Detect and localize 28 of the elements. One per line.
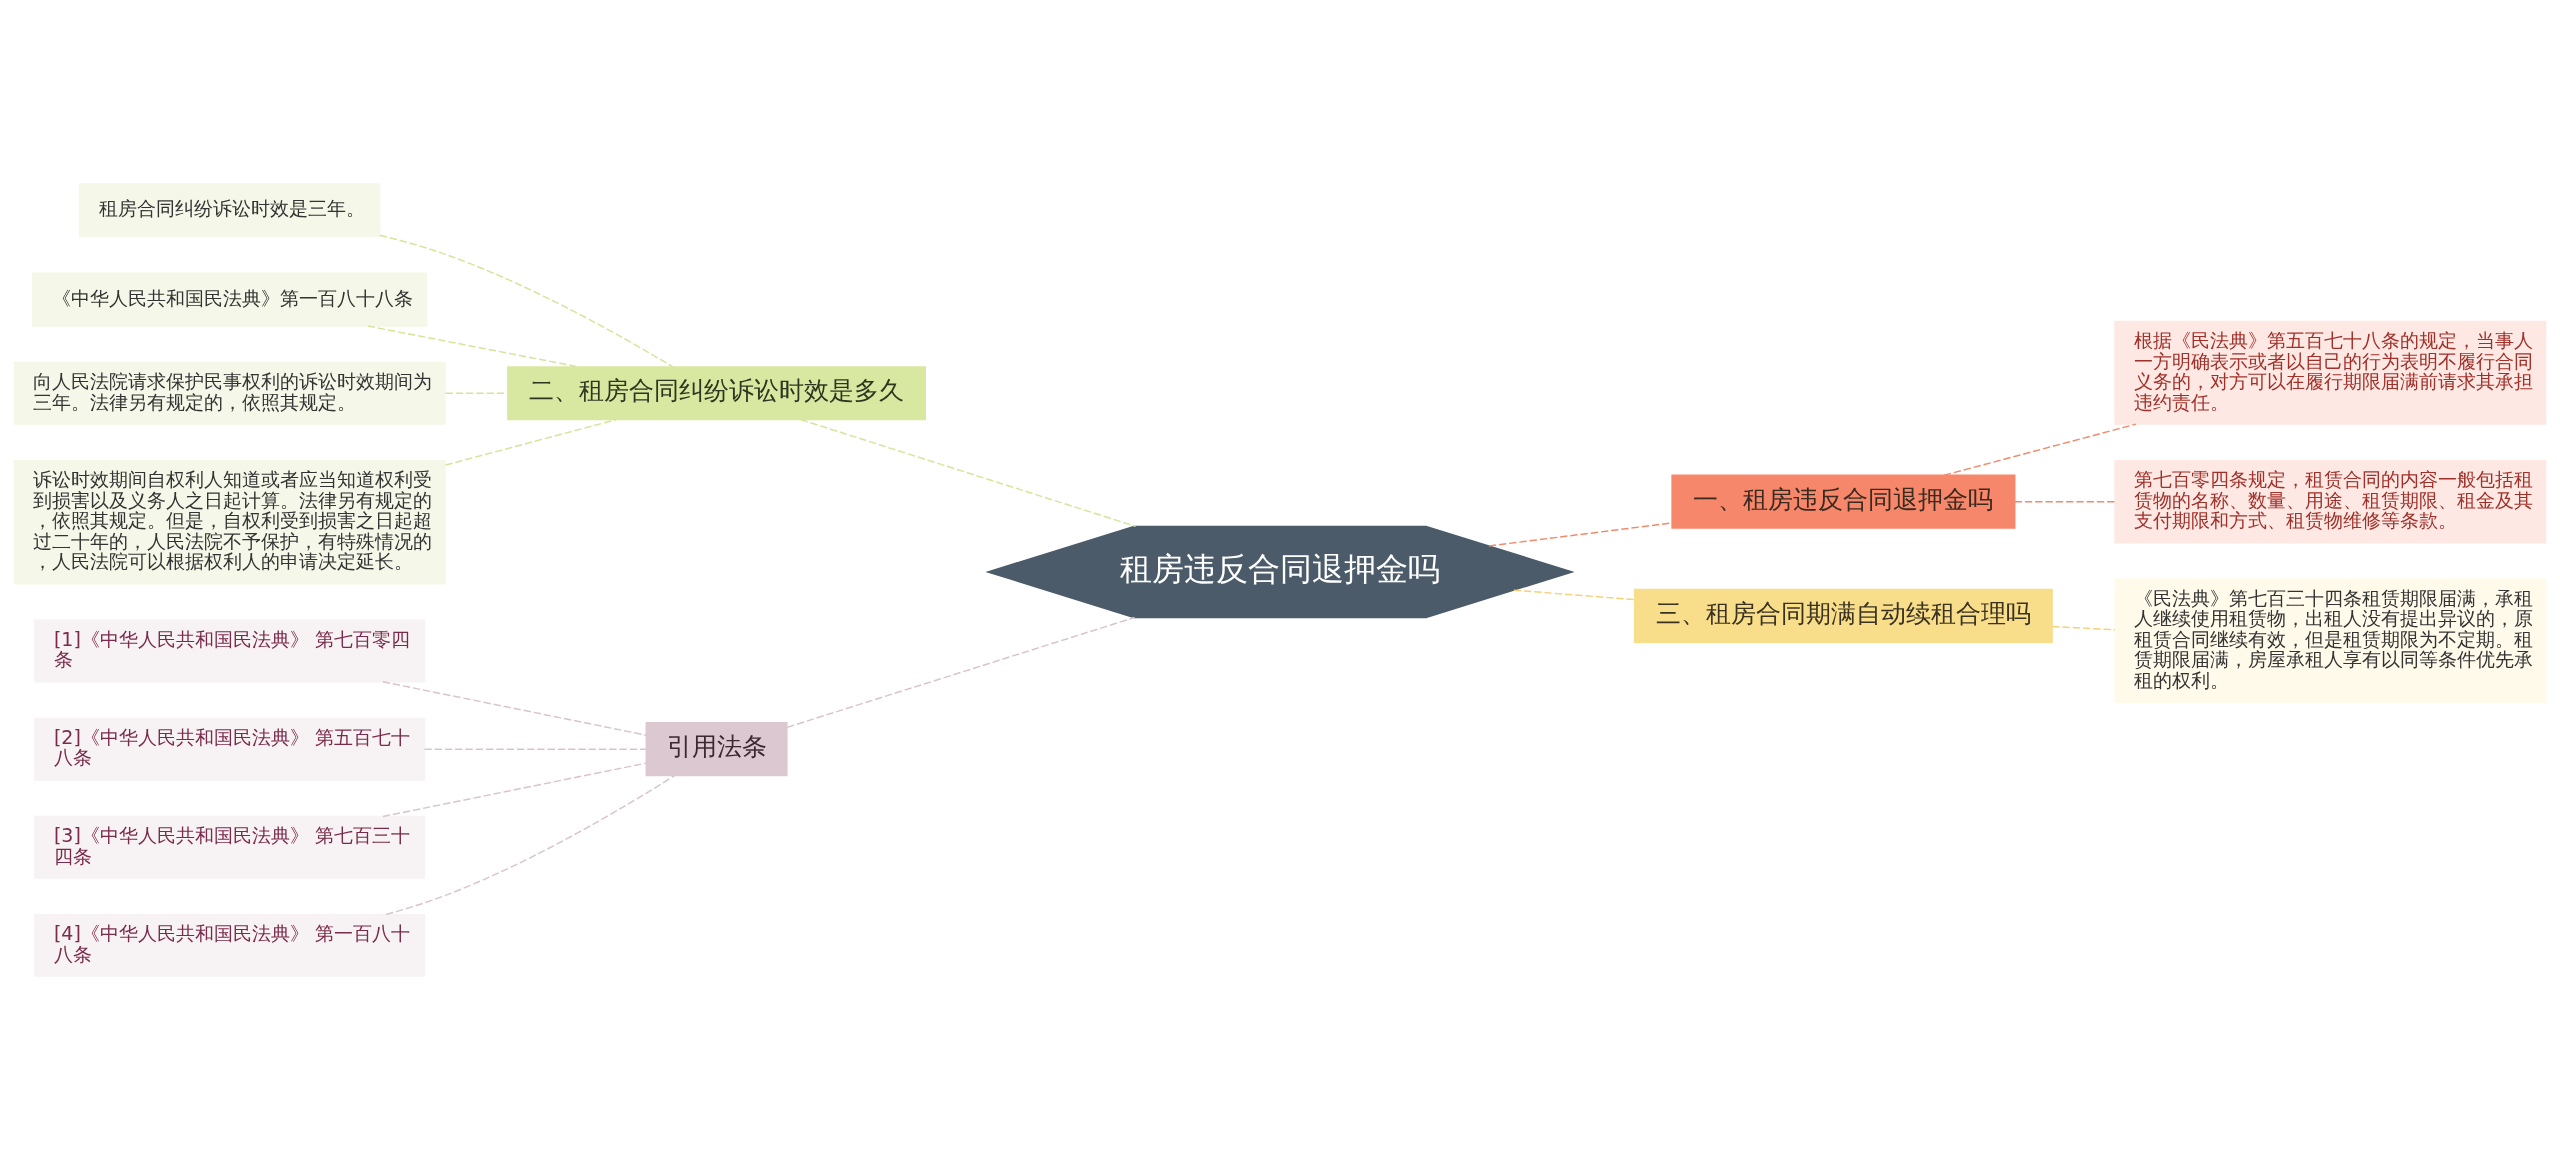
connector xyxy=(1513,588,1636,600)
node-box: 第七百零四条规定，租赁合同的内容一般包括租赁物的名称、数量、用途、租赁期限、租金及其支付期限和方式、租赁物维修等条款。 xyxy=(2114,459,2547,543)
connector xyxy=(444,418,617,466)
connector xyxy=(800,418,1137,527)
connector xyxy=(382,680,647,736)
node-box: 根据《民法典》第五百七十八条的规定，当事人一方明确表示或者以自己的行为表明不履行合同义务的，对方可以在履行期限届满前请求其承担违约责任。 xyxy=(2114,320,2547,425)
connector xyxy=(1943,422,2137,476)
node-box: 租房合同纠纷诉讼时效是三年。 xyxy=(78,182,381,237)
node-box: 二、租房合同纠纷诉讼时效是多久 xyxy=(507,365,926,420)
connector xyxy=(444,392,509,394)
node-box: 向人民法院请求保护民事权利的诉讼时效期间为三年。法律另有规定的，依照其规定。 xyxy=(13,361,446,425)
connector xyxy=(379,234,674,368)
node-box: [1]《中华人民共和国民法典》 第七百零四条 xyxy=(34,619,426,682)
node-box: 一、租房违反合同退押金吗 xyxy=(1671,474,2016,529)
connector xyxy=(382,761,647,817)
connector xyxy=(423,747,647,750)
node-box: 引用法条 xyxy=(645,721,788,776)
connector xyxy=(385,774,676,915)
node-box: 《民法典》第七百三十四条租赁期限届满，承租人继续使用租赁物，出租人没有提出异议的，原租赁合同继续有效，但是租赁期限为不定期。租赁期限届满，房屋承租人享有以同等条件优先承租的权利。 xyxy=(2114,578,2547,703)
node-box: 诉讼时效期间自权利人知道或者应当知道权利受到损害以及义务人之日起计算。法律另有规定的，依照其规定。但是，自权利受到损害之日起超过二十年的，人民法院不予保护，有特殊情况的，人民法院可以根据权利人的申请决定延长。 xyxy=(13,459,446,584)
connector xyxy=(786,616,1136,728)
node-box: [2]《中华人民共和国民法典》 第五百七十八条 xyxy=(34,717,426,781)
connector xyxy=(2014,500,2116,502)
node-box: 《中华人民共和国民法典》第一百八十八条 xyxy=(31,271,428,327)
node-box: 三、租房合同期满自动续租合理吗 xyxy=(1634,588,2053,643)
connector xyxy=(2051,625,2116,630)
node-box: [4]《中华人民共和国民法典》 第一百八十八条 xyxy=(34,913,426,977)
node-box: [3]《中华人民共和国民法典》 第七百三十四条 xyxy=(34,815,426,879)
